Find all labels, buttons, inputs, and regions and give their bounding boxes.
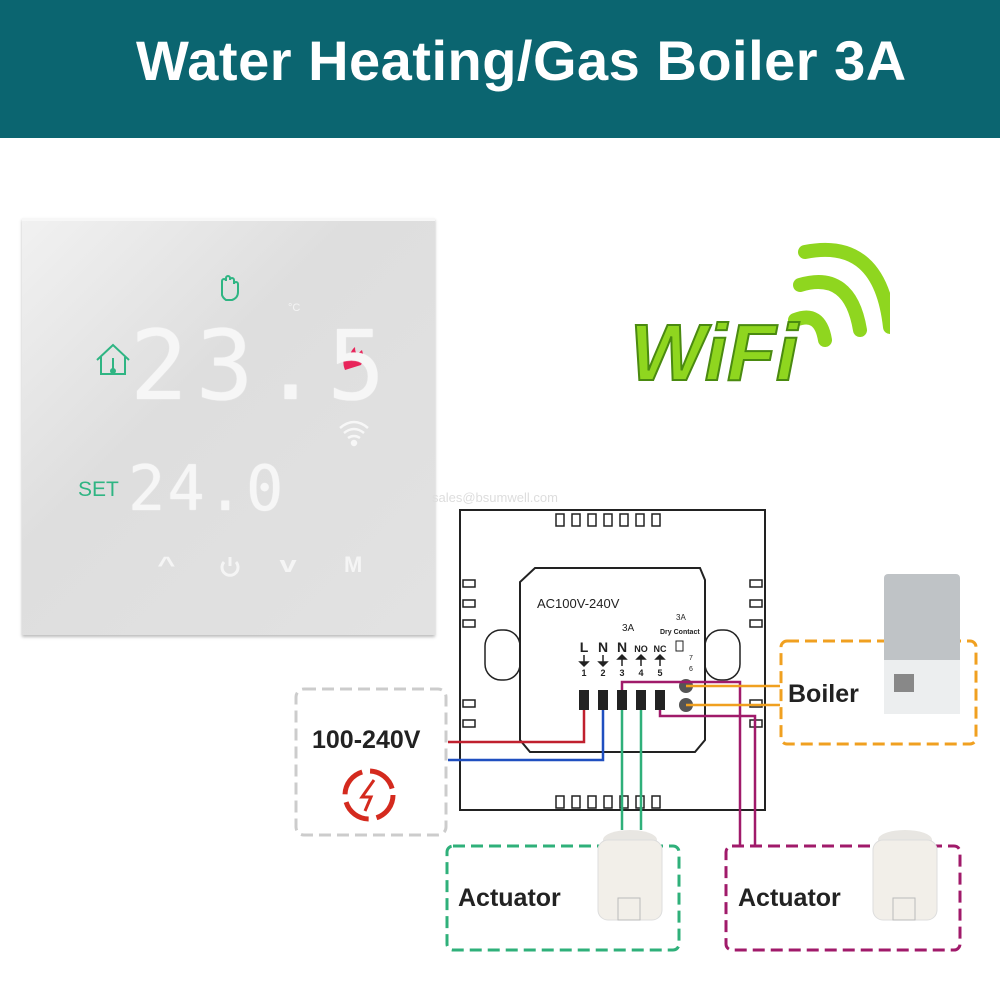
terminal-number: 3 <box>619 668 624 678</box>
terminal-number: 4 <box>638 668 643 678</box>
actuator-image <box>872 830 938 921</box>
power-hazard-icon <box>342 768 396 822</box>
rating-label: 3A <box>622 623 635 634</box>
nc-wire <box>620 680 742 845</box>
actuator-box-right <box>724 844 962 952</box>
voltage-label: AC100V-240V <box>537 596 620 611</box>
wifi-logo-text: WiFi <box>630 308 800 397</box>
power-label: 100-240V <box>312 726 421 754</box>
boiler-image <box>884 574 960 714</box>
hand-icon <box>221 275 239 301</box>
actuator-image <box>597 830 663 921</box>
dry-contact-number: 7 <box>689 655 693 662</box>
terminal-arrows <box>578 653 666 668</box>
header-banner: Water Heating/Gas Boiler 3A <box>0 0 1000 138</box>
set-label: SET <box>78 478 119 501</box>
wifi-icon <box>339 420 369 447</box>
terminal-label: NO <box>634 644 648 654</box>
terminal-blocks <box>579 690 665 710</box>
up-button[interactable]: ^ <box>157 552 176 577</box>
terminal-label: L <box>580 639 589 655</box>
current-temperature: 23.5 <box>130 310 394 422</box>
terminal-number: 5 <box>657 668 662 678</box>
page-title: Water Heating/Gas Boiler 3A <box>136 29 907 92</box>
terminal-labels: L N N NO NC 1 2 3 4 5 <box>580 639 667 678</box>
nc-wire <box>658 710 757 845</box>
neutral-wire <box>448 710 605 762</box>
watermark: sales@bsumwell.com <box>432 490 558 505</box>
dry-contact-number: 6 <box>689 666 693 673</box>
dry-contact-relay-icon <box>675 640 684 652</box>
power-button[interactable] <box>218 554 242 578</box>
dry-contact-label: Dry Contact <box>660 629 700 636</box>
live-wire <box>448 710 586 744</box>
mode-button[interactable]: M <box>344 552 363 577</box>
boiler-box <box>779 639 978 746</box>
actuator-box-left <box>445 844 681 952</box>
power-box <box>294 687 448 837</box>
terminal-number: 1 <box>581 668 586 678</box>
dry-contact-rating: 3A <box>676 613 686 622</box>
down-button[interactable]: v <box>279 552 297 577</box>
terminal-number: 2 <box>600 668 605 678</box>
flame-icon <box>343 347 364 370</box>
actuator-label: Actuator <box>738 884 841 912</box>
wifi-logo: WiFi <box>610 240 897 415</box>
temperature-unit: °C <box>288 302 301 314</box>
wifi-logo-graphic: WiFi <box>629 242 897 398</box>
set-temperature: 24.0 <box>128 452 286 525</box>
terminal-label: N <box>598 639 608 655</box>
power-icon <box>220 557 240 577</box>
terminal-label: N <box>617 639 627 655</box>
home-thermometer-icon <box>96 343 130 375</box>
actuator-label: Actuator <box>458 884 561 912</box>
boiler-label: Boiler <box>788 680 859 708</box>
terminal-label: NC <box>654 644 667 654</box>
